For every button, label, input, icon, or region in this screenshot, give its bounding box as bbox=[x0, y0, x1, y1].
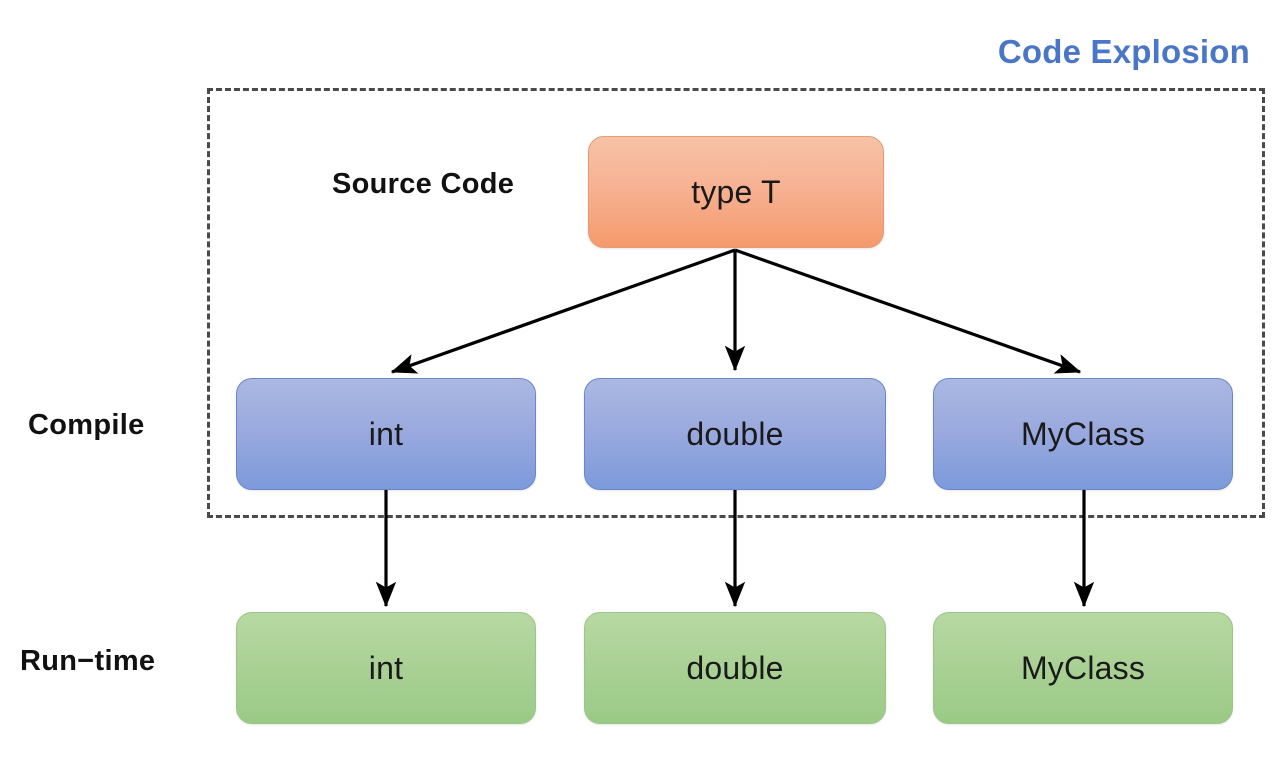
node-runtime-double[interactable]: double bbox=[584, 612, 886, 724]
node-runtime-int[interactable]: int bbox=[236, 612, 536, 724]
node-compile-int[interactable]: int bbox=[236, 378, 536, 490]
node-compile-double[interactable]: double bbox=[584, 378, 886, 490]
node-runtime-myclass[interactable]: MyClass bbox=[933, 612, 1233, 724]
row-label-source-code: Source Code bbox=[332, 168, 515, 200]
node-type-t[interactable]: type T bbox=[588, 136, 884, 248]
row-label-compile: Compile bbox=[28, 409, 145, 441]
page-title: Code Explosion bbox=[997, 33, 1250, 70]
node-compile-myclass[interactable]: MyClass bbox=[933, 378, 1233, 490]
row-label-runtime: Run−time bbox=[20, 645, 156, 677]
